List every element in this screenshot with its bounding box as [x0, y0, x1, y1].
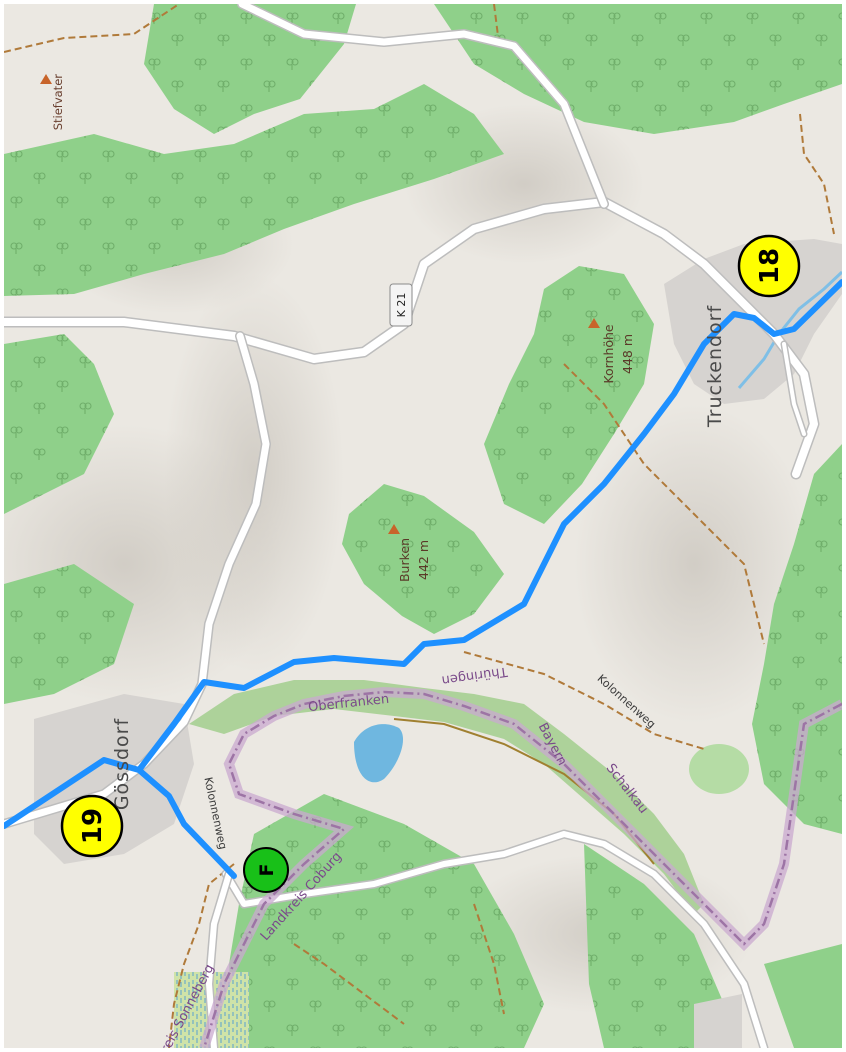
svg-text:18: 18	[755, 248, 785, 284]
peak-icon	[40, 74, 52, 84]
place-label-goessdorf: Gössdorf	[111, 718, 133, 811]
svg-text:K 21: K 21	[395, 293, 408, 318]
pond	[354, 724, 404, 783]
poi-label-stiefvater: Stiefvater	[51, 74, 65, 131]
peak-elevation-kornhoehe: 448 m	[620, 334, 635, 374]
peak-label-burken: Burken	[397, 538, 412, 582]
peak-icon	[588, 318, 600, 328]
route-branch	[4, 757, 237, 879]
finish-marker[interactable]: F	[243, 847, 289, 893]
road-network	[4, 4, 820, 1048]
svg-text:19: 19	[78, 808, 108, 844]
route-line	[136, 279, 842, 773]
waypoint-marker-18[interactable]: 18	[737, 234, 801, 298]
peak-icon	[388, 524, 400, 534]
map-canvas[interactable]: Burken 442 m Kornhöhe 448 m Stiefvater G…	[4, 4, 842, 1048]
place-label-truckendorf: Truckendorf	[704, 305, 726, 429]
road-shield-k21: K 21	[389, 283, 413, 327]
peak-elevation-burken: 442 m	[416, 540, 431, 580]
map-view[interactable]: Burken 442 m Kornhöhe 448 m Stiefvater G…	[4, 4, 842, 1048]
svg-text:F: F	[256, 864, 278, 877]
peak-label-kornhoehe: Kornhöhe	[601, 324, 616, 384]
stream	[737, 270, 842, 389]
waypoint-marker-19[interactable]: 19	[60, 794, 124, 858]
state-border	[199, 686, 842, 1048]
